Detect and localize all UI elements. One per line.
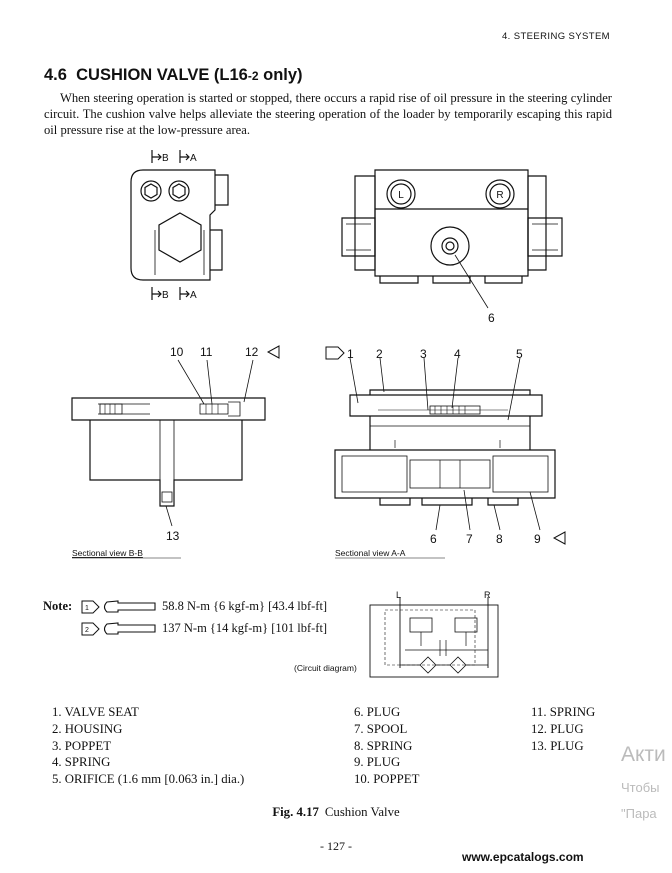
callout-3: 3 bbox=[420, 347, 427, 361]
section-title-text: CUSHION VALVE (L16 bbox=[76, 66, 248, 84]
part-item: 11. SPRING bbox=[531, 705, 596, 719]
parts-column-1: 1. VALVE SEAT 2. HOUSING 3. POPPET 4. SP… bbox=[52, 704, 244, 788]
chapter-header: 4. STEERING SYSTEM bbox=[501, 31, 610, 42]
part-item: 9. PLUG bbox=[354, 755, 401, 770]
figure-caption: Fig. 4.17 Cushion Valve bbox=[0, 805, 672, 820]
callout-1: 1 bbox=[347, 347, 354, 361]
page-number: - 127 - bbox=[320, 839, 352, 853]
label-b-bottom: B bbox=[162, 290, 169, 301]
note-label: Note: bbox=[43, 599, 73, 613]
part-item: 12. PLUG bbox=[531, 721, 584, 736]
part-item: 1. VALVE SEAT bbox=[52, 705, 139, 719]
part-item: 6. PLUG bbox=[354, 705, 401, 719]
circuit-r-label: R bbox=[484, 590, 491, 600]
torque-marker-2-icon bbox=[81, 622, 100, 636]
activation-overlay-line3: "Пара bbox=[621, 806, 657, 821]
part-item: 5. ORIFICE (1.6 mm [0.063 in.] dia.) bbox=[52, 772, 245, 787]
label-b-top: B bbox=[162, 153, 169, 164]
callout-13: 13 bbox=[166, 529, 180, 543]
parts-column-3: 11. SPRING 12. PLUG 13. PLUG bbox=[531, 704, 595, 754]
callout-12: 12 bbox=[245, 345, 259, 359]
port-l-label: L bbox=[398, 190, 404, 201]
parts-column-2: 6. PLUG 7. SPOOL 8. SPRING 9. PLUG 10. P… bbox=[354, 704, 419, 788]
torque-marker-1-icon bbox=[81, 600, 100, 614]
section-aa-drawing bbox=[334, 357, 556, 531]
marker-2-text: 2 bbox=[85, 627, 89, 634]
section-number: 4.6 bbox=[44, 66, 67, 84]
callout-11: 11 bbox=[200, 345, 213, 359]
circuit-l-label: L bbox=[396, 590, 401, 600]
wrench-icon bbox=[103, 600, 156, 613]
activation-overlay-title: Акти bbox=[621, 743, 666, 766]
part-item: 2. HOUSING bbox=[52, 721, 123, 736]
callout-9: 9 bbox=[534, 532, 541, 546]
front-view-drawing bbox=[341, 169, 563, 309]
watermark-url: www.epcatalogs.com bbox=[462, 850, 584, 864]
callout-4: 4 bbox=[454, 347, 461, 361]
part-item: 8. SPRING bbox=[354, 738, 413, 753]
view-bb-label: Sectional view B-B bbox=[72, 548, 143, 558]
circuit-caption: (Circuit diagram) bbox=[294, 663, 357, 673]
part-item: 10. POPPET bbox=[354, 772, 420, 787]
intro-paragraph: When steering operation is started or st… bbox=[44, 91, 612, 137]
part-item: 7. SPOOL bbox=[354, 721, 408, 736]
section-title-sub: -2 bbox=[247, 69, 259, 83]
view-aa-label: Sectional view A-A bbox=[335, 548, 406, 558]
label-a-bottom: A bbox=[190, 290, 197, 301]
figure-number: Fig. 4.17 bbox=[272, 805, 319, 819]
callout-6: 6 bbox=[430, 532, 437, 546]
side-view-drawing bbox=[130, 150, 229, 300]
wrench-icon bbox=[103, 622, 156, 635]
part-item: 4. SPRING bbox=[52, 755, 111, 770]
callout-5: 5 bbox=[516, 347, 523, 361]
callout-8: 8 bbox=[496, 532, 503, 546]
part-item: 13. PLUG bbox=[531, 738, 584, 753]
section-title: 4.6 CUSHION VALVE (L16-2 only) bbox=[44, 66, 303, 85]
torque-spec-1: 58.8 N-m {6 kgf-m} [43.4 lbf-ft] bbox=[162, 599, 328, 613]
port-r-label: R bbox=[496, 190, 503, 201]
figure-title: Cushion Valve bbox=[324, 805, 400, 819]
marker-1-text: 1 bbox=[85, 605, 89, 612]
activation-overlay-line2: Чтобы bbox=[621, 780, 660, 795]
callout-2: 2 bbox=[376, 347, 383, 361]
section-title-tail: only) bbox=[258, 66, 303, 84]
label-a-top: A bbox=[190, 153, 197, 164]
callout-10: 10 bbox=[170, 345, 184, 359]
torque-spec-2: 137 N-m {14 kgf-m} [101 lbf-ft] bbox=[162, 621, 328, 635]
callout-7: 7 bbox=[466, 532, 473, 546]
part-item: 3. POPPET bbox=[52, 738, 112, 753]
callout-6-top: 6 bbox=[488, 311, 495, 325]
circuit-diagram bbox=[369, 597, 499, 678]
section-bb-drawing bbox=[71, 359, 266, 527]
